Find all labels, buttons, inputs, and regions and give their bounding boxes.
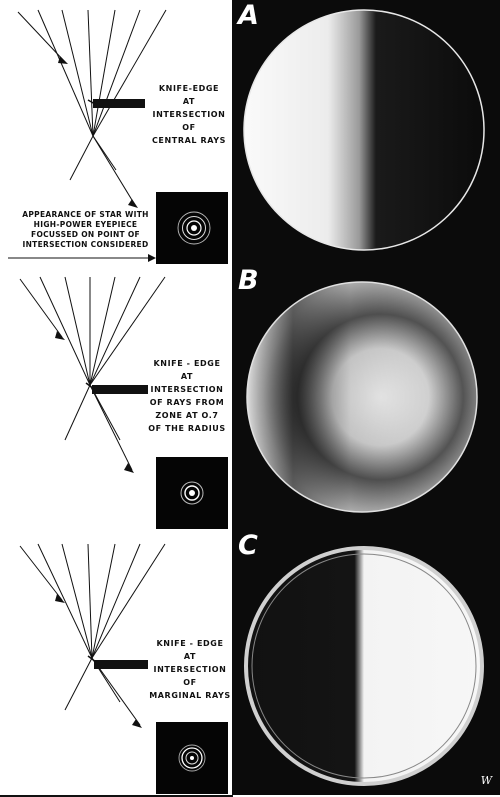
star-image-c (156, 722, 228, 794)
ray-diagram-a (8, 9, 167, 262)
knife-edge-shadow-panel-a: A (232, 0, 500, 265)
mirror-disc-a (243, 9, 485, 251)
ray-diagram-panel-b: KNIFE - EDGE AT INTERSECTION OF RAYS FRO… (0, 265, 233, 532)
panel-row-b: KNIFE - EDGE AT INTERSECTION OF RAYS FRO… (0, 265, 500, 532)
knife-edge-label-a: KNIFE-EDGE AT INTERSECTION OF CENTRAL RA… (151, 84, 227, 145)
ray-diagram-b (19, 276, 166, 473)
star-appearance-caption: APPEARANCE OF STAR WITH HIGH-POWER EYEPI… (22, 210, 149, 249)
mirror-disc-c (244, 546, 484, 786)
ray-diagram-panel-a: KNIFE-EDGE AT INTERSECTION OF CENTRAL RA… (0, 0, 233, 267)
knife-edge-label-c: KNIFE - EDGE AT INTERSECTION OF MARGINAL… (149, 639, 231, 700)
ray-diagram-panel-c: KNIFE - EDGE AT INTERSECTION OF MARGINAL… (0, 530, 233, 797)
knife-edge-shadow-panel-b: B (232, 265, 500, 530)
panel-letter-b: B (238, 265, 259, 296)
star-image-a (156, 192, 228, 264)
panel-row-c: KNIFE - EDGE AT INTERSECTION OF MARGINAL… (0, 530, 500, 797)
panel-row-a: KNIFE-EDGE AT INTERSECTION OF CENTRAL RA… (0, 0, 500, 267)
knife-edge-label-b: KNIFE - EDGE AT INTERSECTION OF RAYS FRO… (148, 359, 226, 433)
ray-diagram-c (19, 543, 166, 728)
artist-signature: W (480, 774, 492, 787)
panel-letter-c: C (238, 530, 258, 561)
mirror-disc-b (246, 281, 478, 513)
knife-edge-shadow-panel-c: C W (232, 530, 500, 795)
panel-letter-a: A (238, 0, 259, 31)
star-image-b (156, 457, 228, 529)
